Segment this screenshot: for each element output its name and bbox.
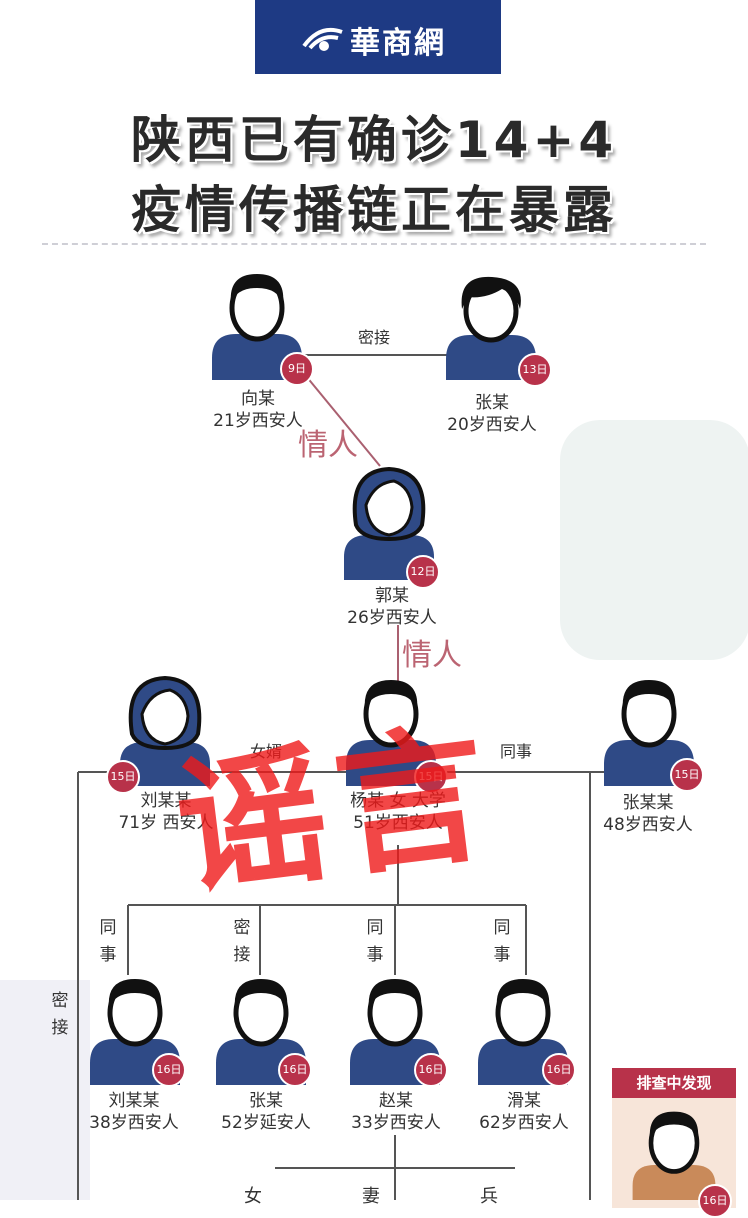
male-avatar-icon (632, 1111, 716, 1200)
person-name: 刘某某 (140, 791, 192, 811)
female-avatar-icon (344, 466, 434, 580)
page-title-line2: 疫情传播链正在暴露 (131, 181, 617, 239)
date-badge: 12日 (406, 555, 440, 589)
person-liumm: 16日 (90, 975, 186, 1089)
relation-label: 密接 (51, 991, 69, 1038)
relation-label: 密接 (358, 328, 391, 347)
person-desc: 52岁延安人 (221, 1113, 311, 1133)
relation-label: 女 (244, 1186, 262, 1207)
person-name: 郭某 (375, 586, 409, 606)
person-name: 张某某 (622, 793, 674, 813)
person-desc: 48岁西安人 (603, 815, 693, 835)
relation-label: 同事 (99, 918, 117, 965)
person-zhao: 16日 (350, 975, 448, 1089)
person-xiang: 9日 (212, 270, 314, 386)
person-desc: 62岁西安人 (479, 1113, 569, 1133)
date-badge: 16日 (152, 1053, 186, 1087)
male-avatar-icon (212, 274, 302, 380)
person-name: 滑某 (507, 1091, 541, 1111)
person-desc: 26岁西安人 (347, 608, 437, 628)
person-liu-elder (120, 675, 210, 790)
relation-label: 密接 (233, 918, 251, 965)
person-zhangmm: 15日 (604, 676, 704, 792)
date-badge: 16日 (414, 1053, 448, 1087)
relation-label: 同事 (366, 918, 384, 965)
background-shape (0, 980, 90, 1200)
person-desc: 51岁西安人 (353, 813, 443, 833)
date-badge: 16日 (698, 1184, 732, 1218)
background-shape (560, 420, 748, 660)
person-zhang: 13日 (446, 275, 552, 387)
found-card-header: 排查中发现 (612, 1068, 736, 1098)
person-name: 张某 (475, 393, 509, 413)
relation-label: 兵 (480, 1186, 498, 1207)
person-desc: 38岁西安人 (89, 1113, 179, 1133)
person-guo: 12日 (344, 465, 440, 589)
date-badge: 13日 (518, 353, 552, 387)
person-name: 张某 (249, 1091, 283, 1111)
relation-label: 妻 (362, 1186, 380, 1207)
person-name: 向某 (241, 389, 275, 409)
person-name: 赵某 (379, 1091, 413, 1111)
person-yang: 15日 (346, 676, 448, 794)
person-desc: 33岁西安人 (351, 1113, 441, 1133)
person-name: 刘某某 (108, 1091, 160, 1111)
divider (42, 243, 706, 245)
relation-label: 同事 (493, 918, 511, 965)
person-name: 杨某 女 大学 (350, 791, 446, 811)
male-avatar-icon (346, 680, 436, 786)
rumor-watermark: 谣言 (167, 706, 507, 918)
person-hua: 16日 (478, 975, 576, 1089)
date-badge: 9日 (280, 352, 314, 386)
person-zhang2: 16日 (216, 975, 312, 1089)
date-badge: 15日 (670, 758, 704, 792)
person-desc: 20岁西安人 (447, 415, 537, 435)
person-found (632, 1108, 716, 1204)
person-desc: 71岁 西安人 (118, 813, 214, 833)
female-avatar-icon (120, 675, 210, 786)
logo-icon (302, 27, 343, 51)
male-avatar-icon (446, 276, 536, 380)
date-badge: 15日 (414, 760, 448, 794)
date-badge: 15日 (106, 760, 140, 794)
relation-lover-label: 情人 (298, 428, 358, 463)
date-badge: 16日 (278, 1053, 312, 1087)
page-title-line1: 陕西已有确诊14+4 (130, 111, 618, 169)
person-desc: 21岁西安人 (213, 411, 303, 431)
relation-lover-label: 情人 (402, 638, 462, 673)
relation-label: 同事 (500, 742, 533, 761)
date-badge: 16日 (542, 1053, 576, 1087)
logo-text: 華商網 (350, 26, 446, 61)
relation-label: 女婿 (250, 742, 283, 761)
logo-bar (255, 0, 501, 74)
